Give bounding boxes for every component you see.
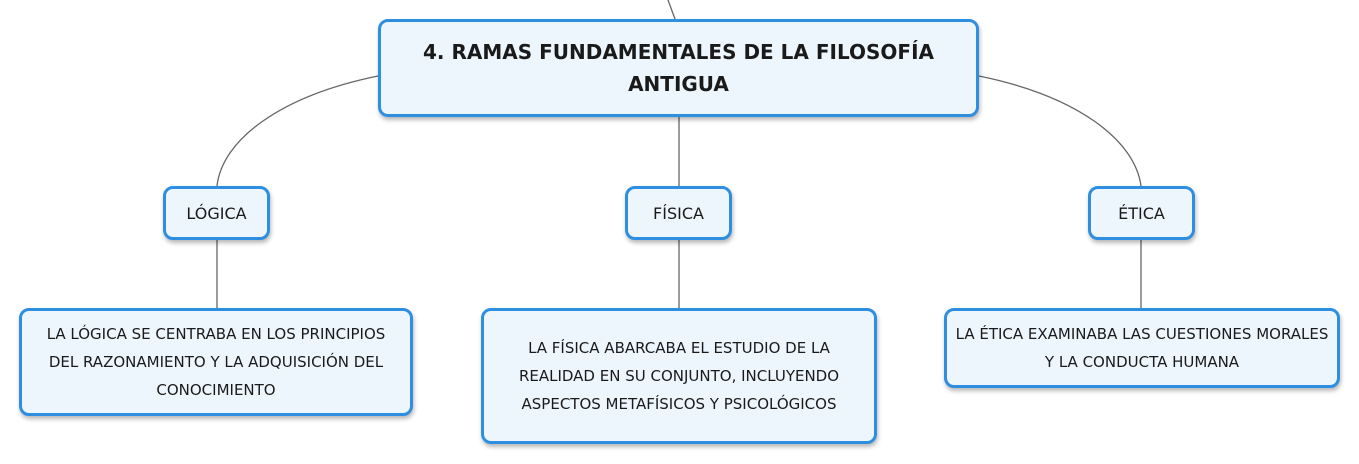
connector-root-to-logica xyxy=(216,75,379,187)
detail-text-fisica: LA FÍSICA ABARCABA EL ESTUDIO DE LA REAL… xyxy=(518,339,840,413)
root-topic-node[interactable]: 4. RAMAS FUNDAMENTALES DE LA FILOSOFÍA A… xyxy=(378,19,979,117)
branch-node-logica[interactable]: LÓGICA xyxy=(163,186,270,240)
detail-node-fisica[interactable]: LA FÍSICA ABARCABA EL ESTUDIO DE LA REAL… xyxy=(481,308,877,444)
detail-text-etica: LA ÉTICA EXAMINABA LAS CUESTIONES MORALE… xyxy=(955,325,1329,371)
branch-label-fisica: FÍSICA xyxy=(653,203,704,223)
connector-root-to-etica xyxy=(978,75,1142,187)
branch-node-etica[interactable]: ÉTICA xyxy=(1088,186,1195,240)
detail-node-logica[interactable]: LA LÓGICA SE CENTRABA EN LOS PRINCIPIOS … xyxy=(19,308,413,416)
detail-text-logica: LA LÓGICA SE CENTRABA EN LOS PRINCIPIOS … xyxy=(46,325,386,399)
detail-node-etica[interactable]: LA ÉTICA EXAMINABA LAS CUESTIONES MORALE… xyxy=(944,308,1340,388)
branch-label-logica: LÓGICA xyxy=(186,203,247,223)
connector-parent-to-root xyxy=(667,0,676,20)
branch-label-etica: ÉTICA xyxy=(1118,203,1165,223)
branch-node-fisica[interactable]: FÍSICA xyxy=(625,186,732,240)
root-topic-title: 4. RAMAS FUNDAMENTALES DE LA FILOSOFÍA A… xyxy=(422,40,934,96)
